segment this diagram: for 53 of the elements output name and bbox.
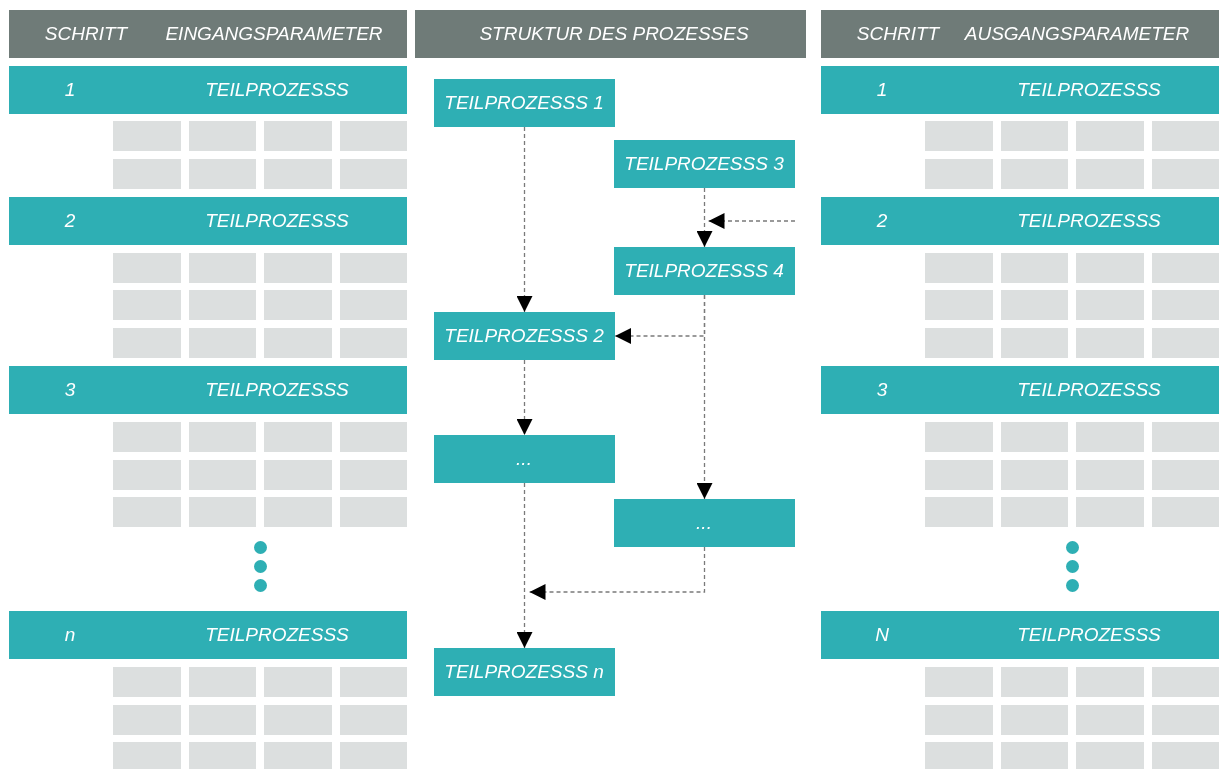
step-number: 1	[876, 79, 888, 101]
column-heading: SCHRITT	[856, 23, 940, 45]
step-number: 3	[876, 379, 888, 401]
step-number: 2	[64, 210, 76, 232]
process-box	[614, 140, 795, 188]
header-bar	[415, 10, 806, 58]
arrow	[696, 187, 713, 248]
process-box	[434, 648, 615, 696]
process-label: TEILPROZESSS 2	[444, 325, 604, 347]
process-name: TEILPROZESSS	[1017, 379, 1161, 401]
process-label: TEILPROZESSS 1	[444, 92, 604, 114]
process-label: TEILPROZESSS 3	[624, 153, 784, 175]
column-heading: AUSGANGSPARAMETER	[964, 23, 1190, 45]
step-bar	[821, 197, 1219, 245]
step-bar	[821, 611, 1219, 659]
process-name: TEILPROZESSS	[205, 624, 349, 646]
process-label: TEILPROZESSS n	[444, 661, 604, 683]
header-bar	[821, 10, 1219, 58]
step-number: 3	[64, 379, 76, 401]
process-box	[434, 435, 615, 483]
arrow	[707, 213, 796, 229]
arrow	[528, 546, 706, 600]
arrow	[696, 294, 713, 500]
process-name: TEILPROZESSS	[205, 210, 349, 232]
process-name: TEILPROZESSS	[205, 79, 349, 101]
step-bar	[9, 366, 407, 414]
process-name: TEILPROZESSS	[1017, 79, 1161, 101]
step-number: n	[64, 624, 76, 646]
process-box	[434, 312, 615, 360]
process-label: ...	[516, 448, 532, 470]
step-bar	[9, 197, 407, 245]
arrow	[516, 482, 533, 649]
arrow	[516, 126, 533, 313]
step-bar	[9, 611, 407, 659]
process-name: TEILPROZESSS	[1017, 210, 1161, 232]
header-bar	[9, 10, 407, 58]
step-number: N	[875, 624, 889, 646]
process-box	[614, 247, 795, 295]
arrow	[516, 359, 533, 436]
column-heading: EINGANGSPARAMETER	[165, 23, 383, 45]
step-number: 2	[876, 210, 888, 232]
step-number: 1	[64, 79, 76, 101]
column-heading: SCHRITT	[44, 23, 128, 45]
process-name: TEILPROZESSS	[1017, 624, 1161, 646]
process-box	[434, 79, 615, 127]
step-bar	[9, 66, 407, 114]
column-heading: STRUKTUR DES PROZESSES	[479, 23, 749, 45]
step-bar	[821, 366, 1219, 414]
process-label: TEILPROZESSS 4	[624, 260, 784, 282]
process-label: ...	[696, 512, 712, 534]
process-box	[614, 499, 795, 547]
step-bar	[821, 66, 1219, 114]
process-name: TEILPROZESSS	[205, 379, 349, 401]
